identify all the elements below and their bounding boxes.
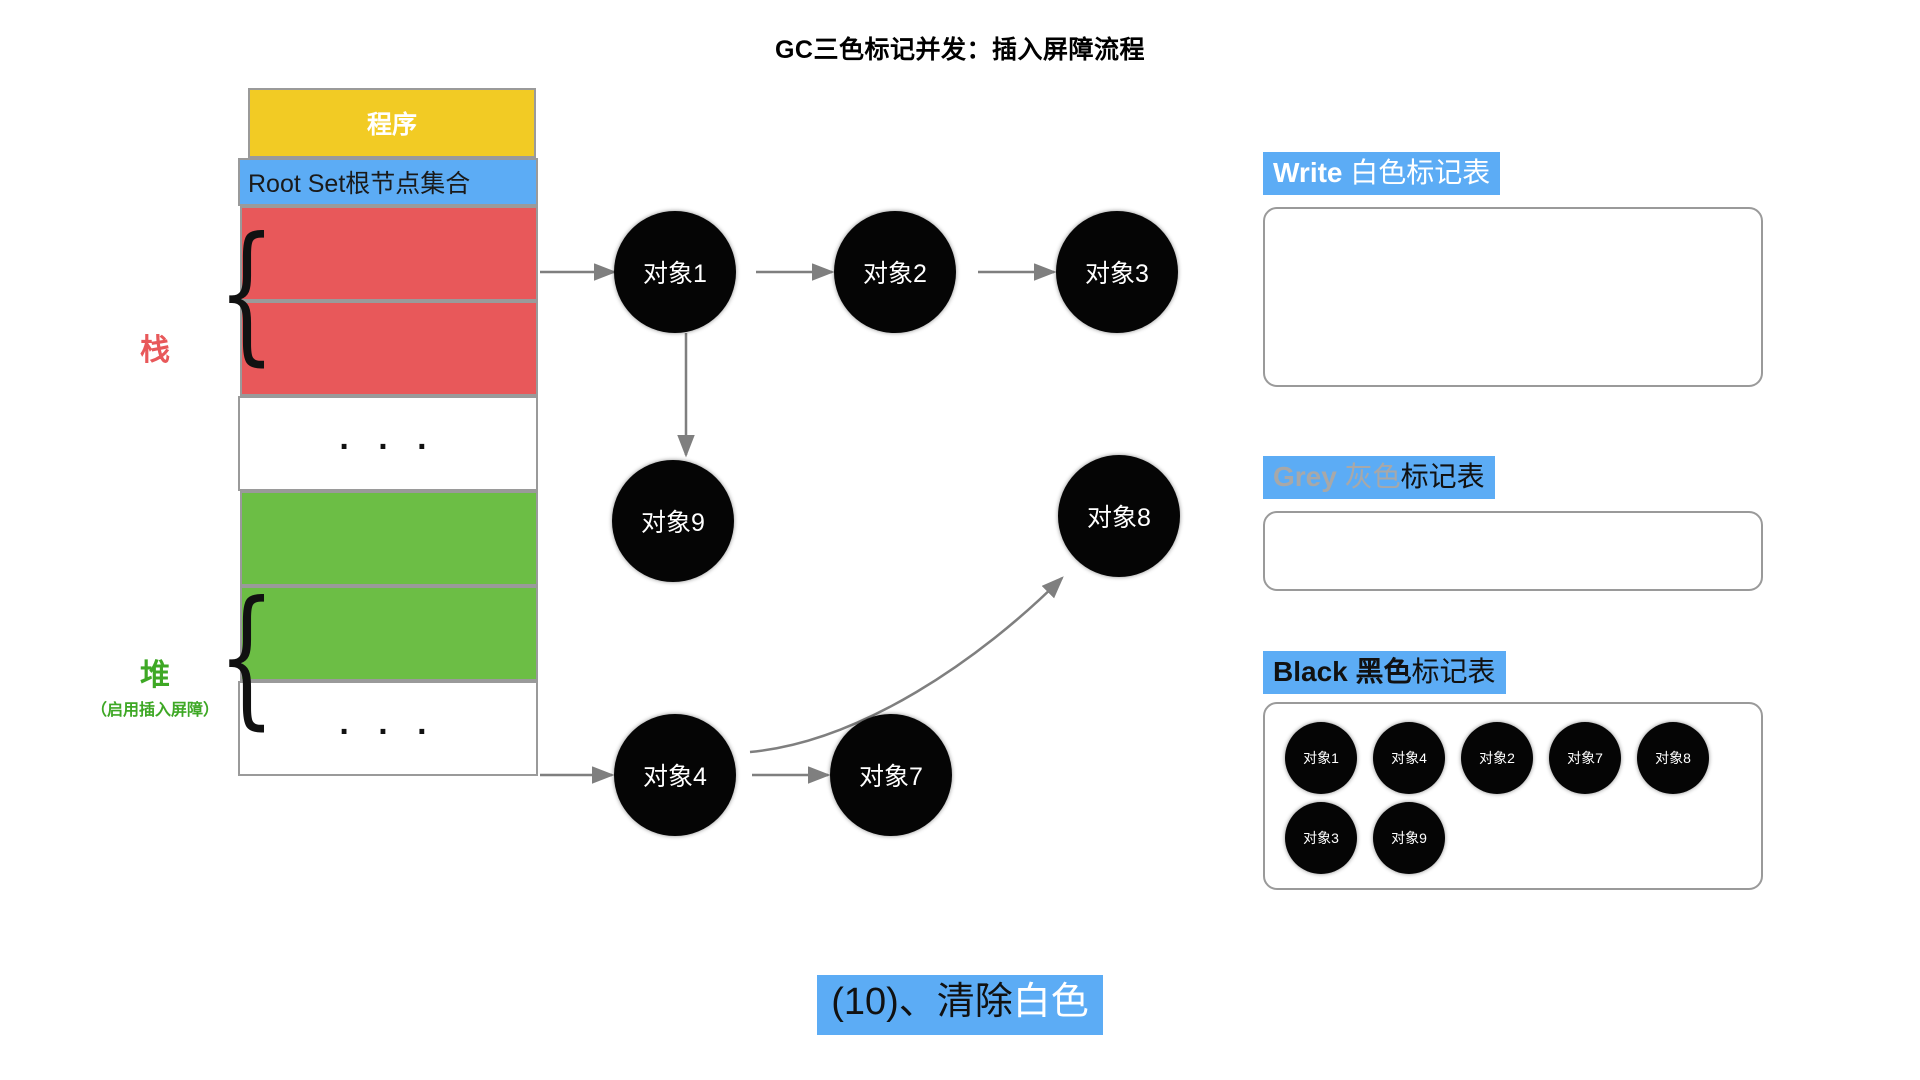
- node-object2-label: 对象2: [863, 260, 927, 288]
- heap-label-sub: （启用插入屏障）: [90, 702, 219, 719]
- stack-brace: {: [218, 206, 276, 380]
- grey-table-suffix: 标记表: [1400, 461, 1485, 492]
- memory-row-heap-1: [240, 491, 538, 586]
- page-title: GC三色标记并发：插入屏障流程: [774, 36, 1145, 64]
- grey-table-header: Grey 灰色标记表: [1263, 456, 1495, 499]
- heap-brace: {: [218, 570, 276, 744]
- write-table-box: [1263, 207, 1763, 387]
- node-object3-label: 对象3: [1085, 260, 1149, 288]
- memory-ellipsis-label-2: . . .: [339, 704, 437, 742]
- black-table-name: Black: [1273, 656, 1348, 687]
- heap-label: 堆 （启用插入屏障）: [35, 650, 275, 720]
- black-table-row-2: 对象3 对象9: [1265, 802, 1761, 874]
- write-table-header-wrap: Write 白色标记表: [1263, 152, 1501, 195]
- black-chip-object7[interactable]: 对象7: [1549, 722, 1621, 794]
- node-object7[interactable]: 对象7: [830, 714, 952, 836]
- memory-program-label: 程序: [366, 111, 417, 139]
- black-chip-object9[interactable]: 对象9: [1373, 802, 1445, 874]
- node-object9[interactable]: 对象9: [612, 460, 734, 582]
- write-table-header: Write 白色标记表: [1263, 152, 1501, 195]
- black-table-suffix: 标记表: [1411, 656, 1496, 687]
- step-caption: (10)、清除白色: [817, 975, 1103, 1035]
- node-object1[interactable]: 对象1: [614, 211, 736, 333]
- memory-row-stack-2: [240, 301, 538, 396]
- heap-label-main: 堆: [140, 659, 170, 692]
- step-caption-wrap: (10)、清除白色: [0, 975, 1920, 1035]
- node-object2[interactable]: 对象2: [834, 211, 956, 333]
- write-table-name: Write: [1273, 157, 1343, 188]
- memory-row-ellipsis-2: . . .: [238, 681, 538, 776]
- memory-column: 程序 Root Set根节点集合 . . . . . .: [238, 88, 538, 776]
- memory-row-rootset: Root Set根节点集合: [238, 158, 538, 206]
- memory-rootset-label: Root Set根节点集合: [248, 170, 471, 198]
- node-object7-label: 对象7: [859, 763, 923, 791]
- grey-table-header-wrap: Grey 灰色标记表: [1263, 456, 1495, 499]
- grey-table-name: Grey: [1273, 461, 1337, 492]
- black-table-header-wrap: Black 黑色标记表: [1263, 651, 1506, 694]
- grey-table-box: [1263, 511, 1763, 591]
- memory-row-ellipsis-1: . . .: [238, 396, 538, 491]
- grey-table-color-word: 灰色: [1344, 461, 1401, 492]
- memory-row-program: 程序: [248, 88, 536, 158]
- black-table-box: 对象1 对象4 对象2 对象7 对象8 对象3 对象9: [1263, 702, 1763, 890]
- black-table-color-word: 黑色: [1355, 656, 1412, 687]
- step-caption-prefix: (10)、清除: [831, 981, 1013, 1023]
- node-object8[interactable]: 对象8: [1058, 455, 1180, 577]
- write-table-color-word: 白色: [1350, 157, 1407, 188]
- node-object4-label: 对象4: [643, 763, 707, 791]
- write-table-suffix: 标记表: [1406, 157, 1491, 188]
- stack-label: 栈: [140, 334, 170, 367]
- black-table-row-1: 对象1 对象4 对象2 对象7 对象8: [1265, 722, 1761, 794]
- black-chip-object8[interactable]: 对象8: [1637, 722, 1709, 794]
- node-object1-label: 对象1: [643, 260, 707, 288]
- black-chip-object1[interactable]: 对象1: [1285, 722, 1357, 794]
- node-object9-label: 对象9: [641, 509, 705, 537]
- black-chip-object3[interactable]: 对象3: [1285, 802, 1357, 874]
- step-caption-highlight: 白色: [1012, 981, 1089, 1023]
- black-chip-object4[interactable]: 对象4: [1373, 722, 1445, 794]
- node-object4[interactable]: 对象4: [614, 714, 736, 836]
- memory-row-heap-2: [240, 586, 538, 681]
- black-table-header: Black 黑色标记表: [1263, 651, 1506, 694]
- node-object8-label: 对象8: [1087, 504, 1151, 532]
- black-chip-object2[interactable]: 对象2: [1461, 722, 1533, 794]
- memory-row-stack-1: [240, 206, 538, 301]
- node-object3[interactable]: 对象3: [1056, 211, 1178, 333]
- memory-ellipsis-label: . . .: [339, 419, 437, 457]
